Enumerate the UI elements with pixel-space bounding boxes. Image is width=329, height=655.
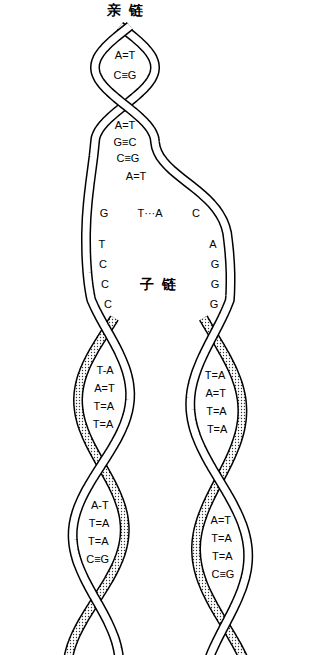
base-pair: T-A xyxy=(97,364,114,376)
base-pair: A=T xyxy=(126,170,146,182)
base-pair: T=A xyxy=(89,517,109,529)
base-pair: A=T xyxy=(206,387,226,399)
base-pair: C≡G xyxy=(86,553,109,565)
base-pair: T=A xyxy=(205,369,225,381)
base-letter: G xyxy=(210,298,219,310)
base-letter: C xyxy=(101,278,109,290)
parent-strand-outline xyxy=(95,26,248,655)
parent-strand xyxy=(95,26,248,655)
base-pair: T=A xyxy=(88,535,108,547)
base-pair: A=T xyxy=(94,382,114,394)
base-pair: C≡G xyxy=(212,568,235,580)
base-letter: G xyxy=(100,207,109,219)
base-letter: A xyxy=(209,238,216,250)
base-letter: G xyxy=(211,258,220,270)
base-letter: C xyxy=(99,258,107,270)
base-pair: T=A xyxy=(207,423,227,435)
base-pair: T=A xyxy=(211,532,231,544)
base-pair: T=A xyxy=(212,550,232,562)
base-pair: T···A xyxy=(138,207,163,219)
base-letter: C xyxy=(104,298,112,310)
base-pair: A=T xyxy=(115,119,135,131)
base-pair: A=T xyxy=(115,49,135,61)
base-pair: C≡G xyxy=(117,152,140,164)
strand-title: 亲链 xyxy=(107,3,152,18)
base-letter: G xyxy=(211,278,220,290)
base-pair: T=A xyxy=(94,400,114,412)
base-pair: T=A xyxy=(206,405,226,417)
base-pair: T=A xyxy=(93,418,113,430)
base-pair: C≡G xyxy=(114,69,137,81)
base-pair: G≡C xyxy=(114,136,137,148)
strand-title: 子链 xyxy=(140,277,185,292)
base-letter: C xyxy=(192,207,200,219)
base-pair: A=T xyxy=(211,514,231,526)
base-pair: A-T xyxy=(91,499,109,511)
strand-group xyxy=(68,26,248,655)
base-letter: T xyxy=(99,238,106,250)
